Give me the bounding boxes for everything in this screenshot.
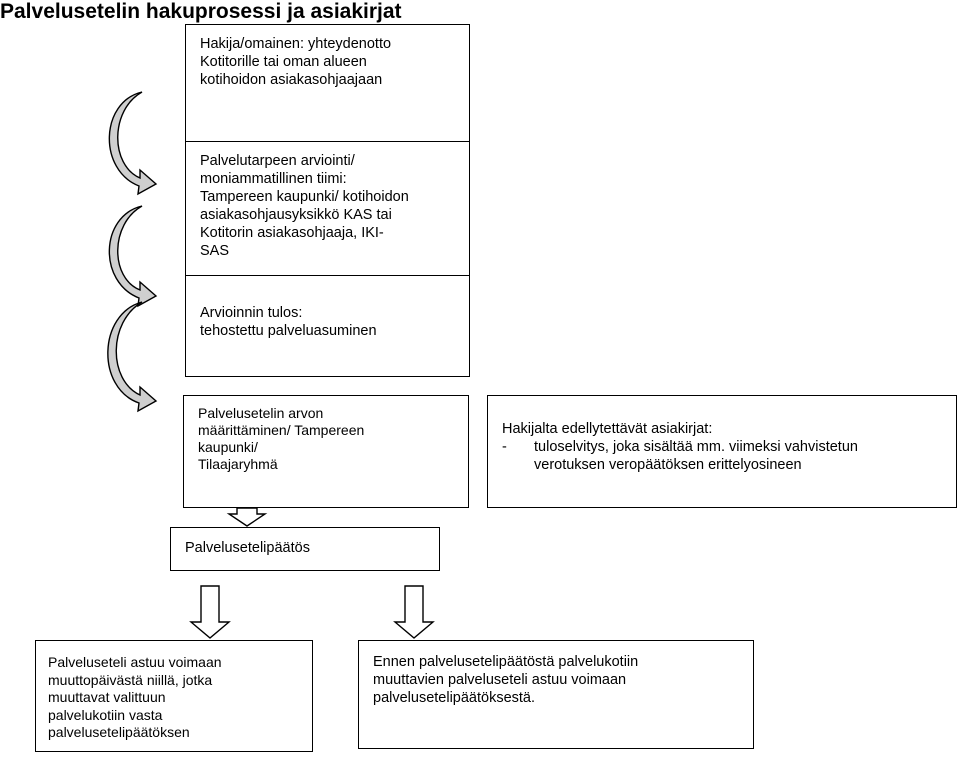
text-line: muuttopäivästä niillä, jotka xyxy=(48,671,213,688)
bullet-marker: - xyxy=(502,439,507,455)
text-line: Palvelusetelipäätös xyxy=(185,540,310,556)
text-line: kotihoidon asiakasohjaajaan xyxy=(200,72,383,88)
text-line: muuttavien palveluseteli astuu voimaan xyxy=(373,672,627,688)
text-line: palvelusetelipäätöksestä. xyxy=(373,690,536,706)
down-block-arrow-3 xyxy=(393,585,435,639)
text-line: Hakija/omainen: yhteydenotto xyxy=(200,36,392,52)
text-line: Kotitorin asiakasohjaaja, IKI- xyxy=(200,225,384,241)
voucher-effective-moving-date-box: Palveluseteli astuu voimaan muuttopäiväs… xyxy=(35,640,313,752)
text-line: tuloselvitys, joka sisältää mm. viimeksi… xyxy=(534,439,858,455)
value-determination-box: Palvelusetelin arvon määrittäminen/ Tamp… xyxy=(183,395,469,508)
text-line: kaupunki/ xyxy=(198,439,258,455)
text-line: tehostettu palveluasuminen xyxy=(200,323,377,339)
documents-heading: Hakijalta edellytettävät asiakirjat: xyxy=(502,421,713,437)
voucher-decision-box: Palvelusetelipäätös xyxy=(170,527,440,571)
required-documents-box: Hakijalta edellytettävät asiakirjat: - t… xyxy=(487,395,957,508)
curved-arrow-2 xyxy=(108,205,158,308)
text-line: asiakasohjausyksikkö KAS tai xyxy=(200,207,392,223)
down-block-arrow-1 xyxy=(226,507,268,527)
page-title: Palvelusetelin hakuprosessi ja asiakirja… xyxy=(0,0,402,23)
process-stack-box: Hakija/omainen: yhteydenotto Kotitorille… xyxy=(185,24,470,377)
text-line: palvelusetelipäätöksen xyxy=(48,724,190,740)
documents-bullet: - tuloselvitys, joka sisältää mm. viimek… xyxy=(502,438,948,474)
curved-arrow-3 xyxy=(107,301,158,413)
text-line: Arvioinnin tulos: xyxy=(200,305,303,321)
contact-section: Hakija/omainen: yhteydenotto Kotitorille… xyxy=(200,35,461,89)
voucher-effective-decision-date-box: Ennen palvelusetelipäätöstä palvelukotii… xyxy=(358,640,754,749)
text-line: palvelukotiin vasta xyxy=(48,706,163,723)
divider xyxy=(186,141,469,142)
down-block-arrow-2 xyxy=(189,585,231,639)
text-line: Tilaajaryhmä xyxy=(198,456,278,472)
divider xyxy=(186,275,469,276)
text-line: SAS xyxy=(200,243,230,259)
assessment-section: Palvelutarpeen arviointi/ moniammatillin… xyxy=(200,152,461,260)
text-line: verotuksen veropäätöksen erittelyosineen xyxy=(534,457,802,473)
text-line: muuttavat valittuun xyxy=(48,689,166,705)
text-line: määrittäminen/ Tampereen xyxy=(198,422,365,438)
text-line: Tampereen kaupunki/ kotihoidon xyxy=(200,189,409,205)
result-section: Arvioinnin tulos: tehostettu palveluasum… xyxy=(200,304,461,340)
curved-arrow-1 xyxy=(108,91,158,196)
text-line: Kotitorille tai oman alueen xyxy=(200,54,367,70)
text-line: moniammatillinen tiimi: xyxy=(200,171,347,187)
text-line: Palvelutarpeen arviointi/ xyxy=(200,153,355,169)
text-line: Palveluseteli astuu voimaan xyxy=(48,654,222,670)
text-line: Palvelusetelin arvon xyxy=(198,405,324,421)
text-line: Ennen palvelusetelipäätöstä palvelukotii… xyxy=(373,654,639,670)
